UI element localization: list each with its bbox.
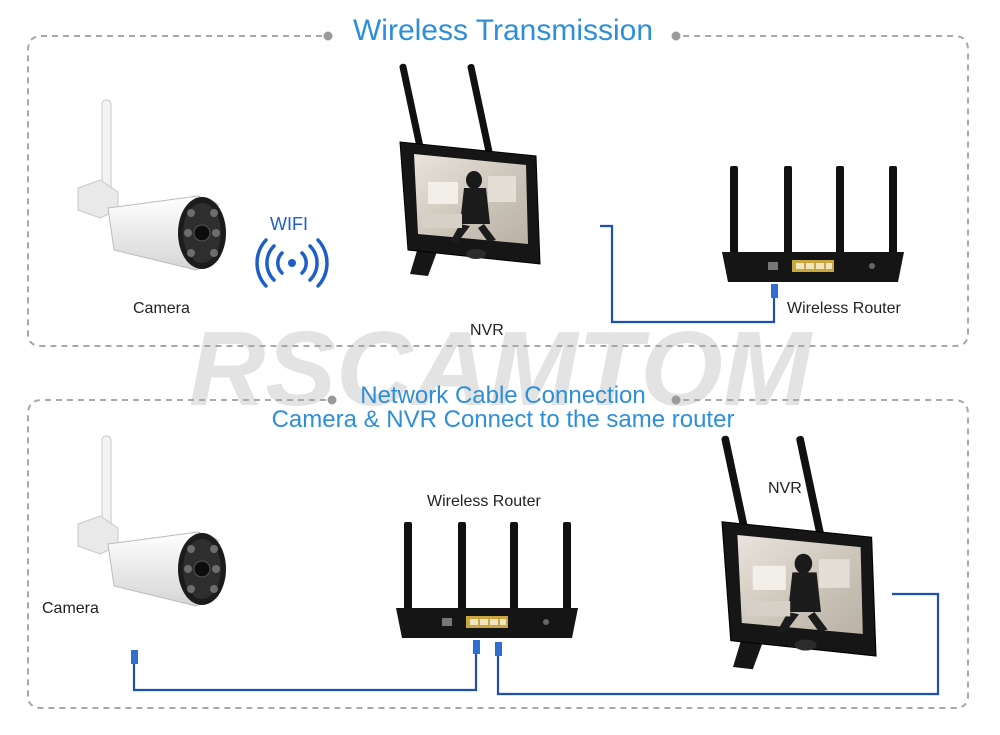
ethernet-plug-icon <box>495 642 502 656</box>
top-router-device <box>722 166 904 282</box>
wifi-signal-icon <box>255 238 329 288</box>
top-camera-device <box>77 99 227 271</box>
title-bullet-dot <box>323 31 333 41</box>
bottom-nvr-device <box>720 434 877 670</box>
top-nvr-label: NVR <box>470 322 504 339</box>
bottom-nvr-label: NVR <box>768 480 802 497</box>
ethernet-plug-icon <box>771 284 778 298</box>
bottom-camera-label: Camera <box>42 600 99 617</box>
top-camera-label: Camera <box>133 300 190 317</box>
wifi-label: WIFI <box>270 214 308 234</box>
top-ethernet-cable <box>600 224 776 324</box>
bottom-router-label: Wireless Router <box>427 493 541 510</box>
title-bullet-dot <box>671 395 681 405</box>
ethernet-plug-icon <box>131 650 138 664</box>
bottom-camera-device <box>77 435 227 607</box>
bottom-panel-frame <box>27 399 969 709</box>
ethernet-plug-icon <box>473 640 480 654</box>
top-panel-title: Wireless Transmission <box>352 14 654 47</box>
title-bullet-dot <box>671 31 681 41</box>
top-router-label: Wireless Router <box>787 300 901 317</box>
top-nvr-device <box>398 62 541 277</box>
watermark-text: RSCAMTOM <box>189 310 814 428</box>
top-panel-frame <box>27 35 969 347</box>
bottom-router-device <box>396 522 578 638</box>
camera-router-cable <box>132 650 478 692</box>
router-nvr-cable <box>496 592 940 696</box>
title-bullet-dot <box>327 395 337 405</box>
bottom-panel-subtitle: Camera & NVR Connect to the same router <box>271 406 735 433</box>
bottom-panel-title: Network Cable Connection <box>360 382 646 409</box>
